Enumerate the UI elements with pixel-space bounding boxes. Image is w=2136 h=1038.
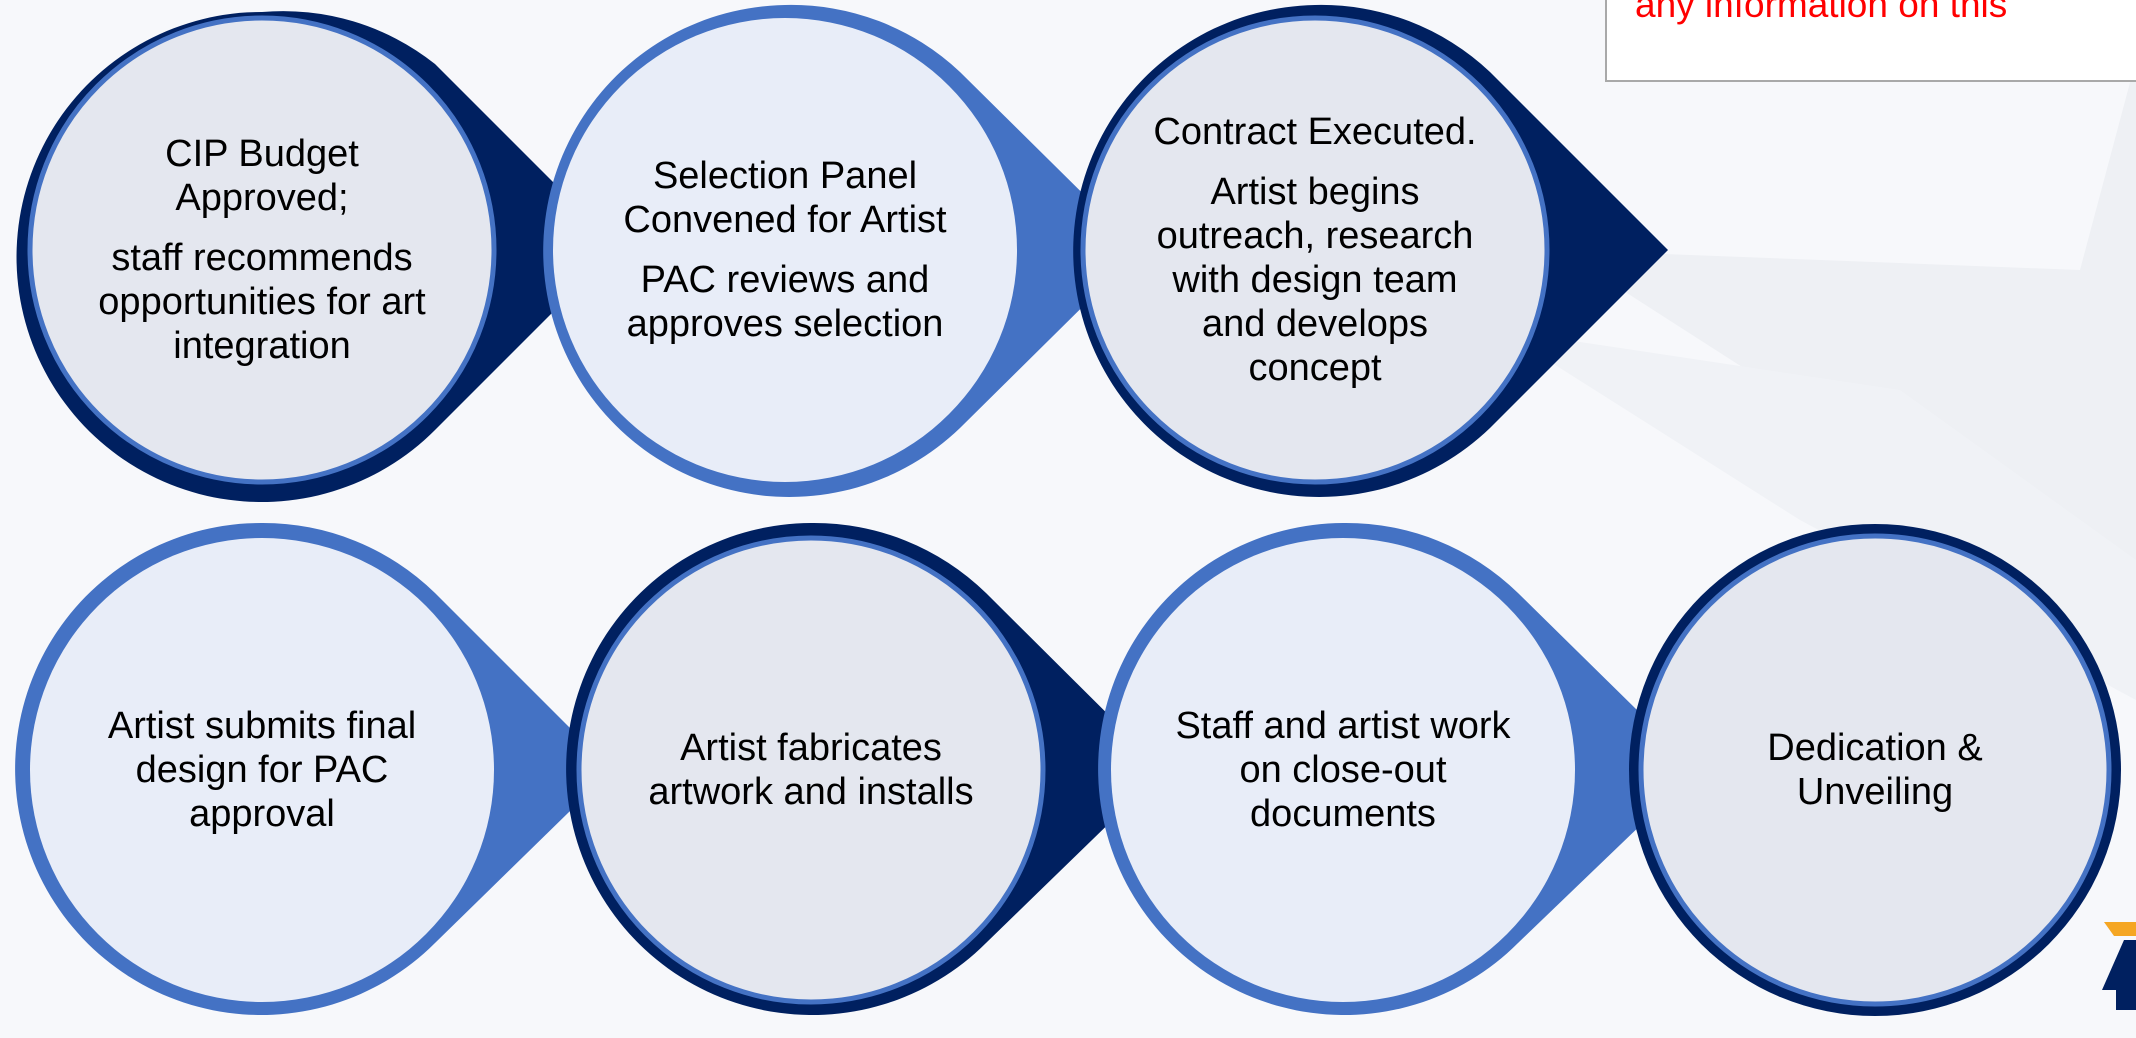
step-7-shape xyxy=(1629,524,2121,1016)
process-step-7: Dedication & Unveiling xyxy=(1620,518,2136,1018)
process-step-6: Staff and artist work on close-out docum… xyxy=(1088,518,1698,1018)
process-step-2: Selection Panel Convened for Artist PAC … xyxy=(530,0,1140,500)
step-2-line-2: PAC reviews and approves selection xyxy=(626,259,944,345)
step-4-line-1: Artist submits final design for PAC appr… xyxy=(107,705,417,835)
step-2-shape xyxy=(543,4,1140,497)
logo-mark xyxy=(2102,922,2136,1010)
step-7-line-1: Dedication & Unveiling xyxy=(1767,727,1983,813)
process-step-1: CIP Budget Approved; staff recommends op… xyxy=(0,0,619,502)
step-1-line-1: CIP Budget Approved; xyxy=(165,133,359,219)
step-3-line-1: Contract Executed. xyxy=(1153,111,1477,153)
step-2-text: Selection Panel Convened for Artist PAC … xyxy=(610,80,960,420)
step-5-line-1: Artist fabricates artwork and installs xyxy=(648,727,974,813)
step-3-line-2: Artist begins outreach, research with de… xyxy=(1156,171,1474,389)
step-5-shape xyxy=(566,522,1164,1015)
process-step-4: Artist submits final design for PAC appr… xyxy=(0,518,612,1018)
note-text: any information on this xyxy=(1635,0,2008,25)
step-3-shape xyxy=(1073,4,1668,497)
process-step-3: Contract Executed. Artist begins outreac… xyxy=(1062,0,1668,500)
step-3-text: Contract Executed. Artist begins outreac… xyxy=(1140,60,1490,440)
step-2-line-1: Selection Panel Convened for Artist xyxy=(623,155,947,241)
step-1-line-2: staff recommends opportunities for art i… xyxy=(98,237,426,367)
step-4-shape xyxy=(15,522,612,1015)
step-7-text: Dedication & Unveiling xyxy=(1700,600,2050,940)
step-1-text: CIP Budget Approved; staff recommends op… xyxy=(92,80,432,420)
step-5-text: Artist fabricates artwork and installs xyxy=(636,600,986,940)
step-6-text: Staff and artist work on close-out docum… xyxy=(1168,600,1518,940)
step-1-shape xyxy=(16,11,619,502)
step-4-text: Artist submits final design for PAC appr… xyxy=(92,600,432,940)
step-6-shape xyxy=(1098,522,1698,1015)
process-step-5: Artist fabricates artwork and installs xyxy=(556,518,1164,1018)
note-box: any information on this xyxy=(1605,0,2136,82)
step-6-line-1: Staff and artist work on close-out docum… xyxy=(1175,705,1511,835)
